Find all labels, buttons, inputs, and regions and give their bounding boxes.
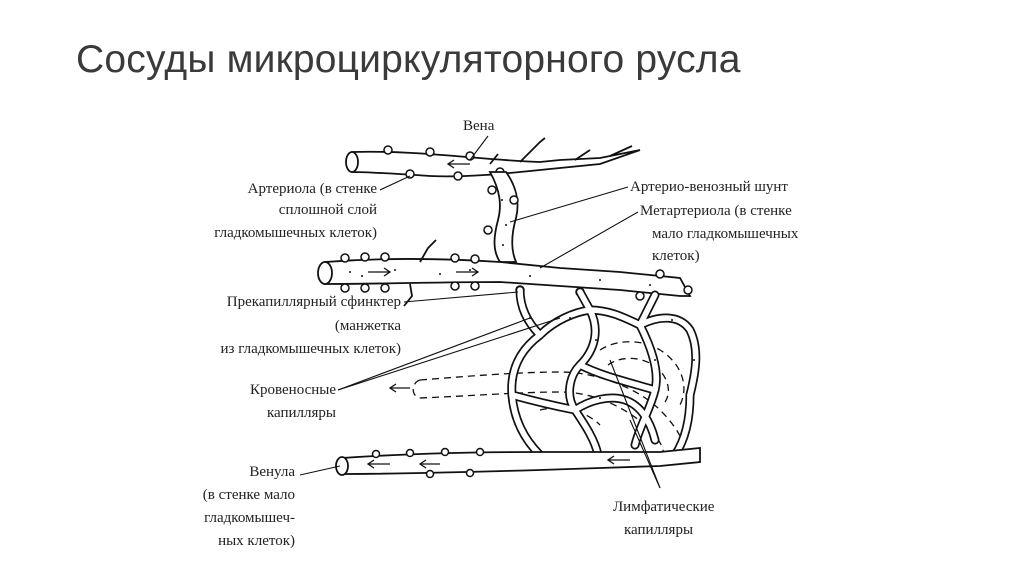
label-sphincter-1: Прекапиллярный сфинктер	[227, 294, 401, 310]
label-arteriole-1: Артериола (в стенке	[248, 181, 378, 197]
arterio-venous-shunt	[483, 171, 519, 263]
slide-title: Сосуды микроциркуляторного русла	[76, 38, 741, 81]
label-venule-1: Венула	[249, 464, 295, 480]
label-metarteriole-3: клеток)	[652, 248, 700, 264]
label-venule-4: ных клеток)	[218, 533, 295, 549]
label-av-shunt: Артерио-венозный шунт	[630, 179, 788, 195]
label-capillaries-1: Кровеносные	[250, 382, 336, 398]
leader-lines	[299, 135, 661, 489]
venule	[335, 447, 701, 479]
blood-capillaries	[507, 285, 701, 460]
label-vein: Вена	[463, 118, 495, 134]
label-venule-2: (в стенке мало	[203, 487, 295, 503]
vein	[345, 137, 641, 181]
label-arteriole-2: сплошной слой	[279, 202, 377, 218]
label-capillaries-2: капилляры	[267, 405, 336, 421]
label-sphincter-3: из гладкомышечных клеток)	[221, 341, 401, 357]
label-lymph-2: капилляры	[624, 522, 693, 538]
label-metarteriole-2: мало гладкомышечных	[652, 226, 799, 242]
label-venule-3: гладкомышеч-	[204, 510, 295, 526]
label-lymph-1: Лимфатические	[613, 499, 715, 515]
label-arteriole-3: гладкомышечных клеток)	[214, 225, 377, 241]
labels: Вена Артериола (в стенке сплошной слой г…	[203, 118, 799, 549]
label-metarteriole-1: Метартериола (в стенке	[640, 203, 792, 219]
label-sphincter-2: (манжетка	[335, 318, 402, 334]
